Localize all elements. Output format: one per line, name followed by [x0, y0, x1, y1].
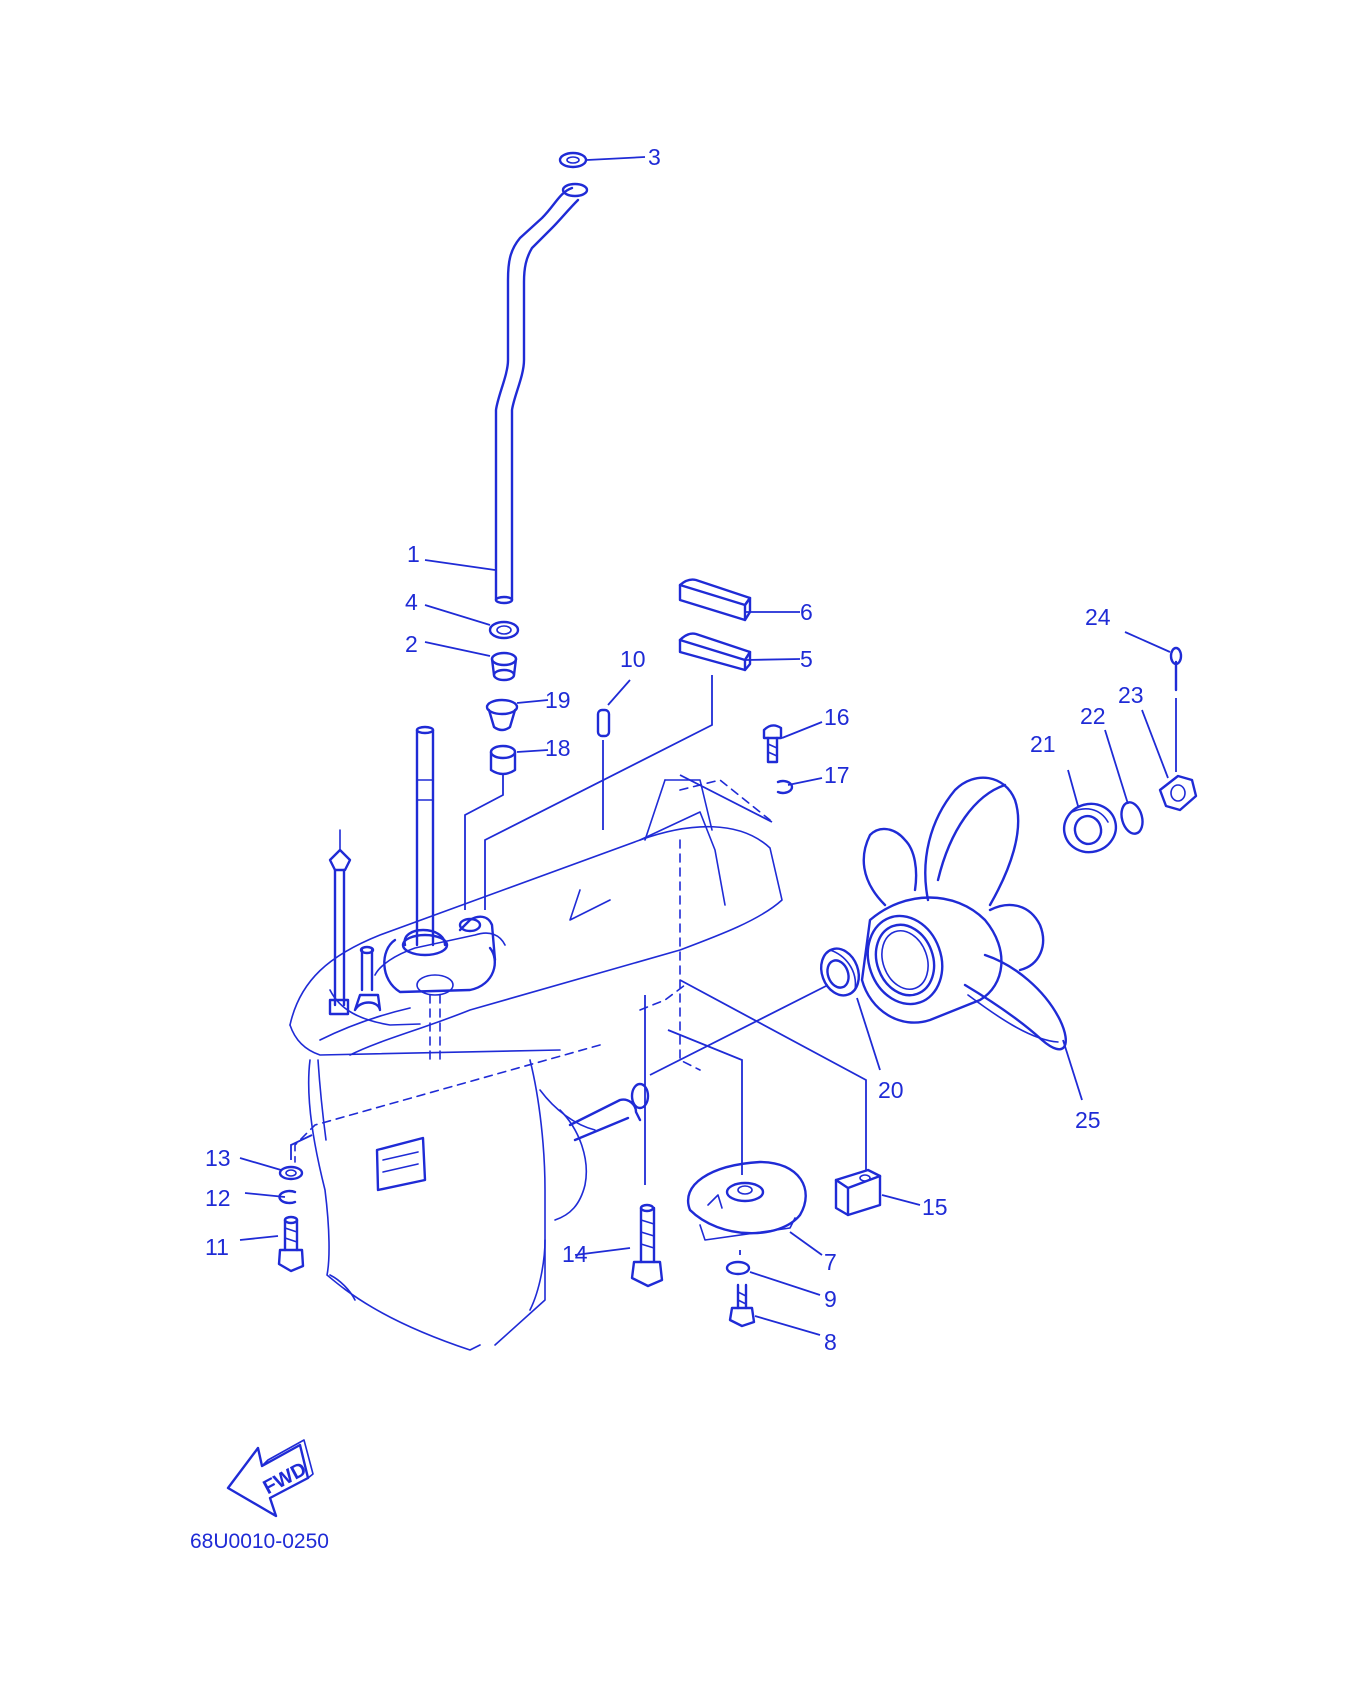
callout-7: 7 [824, 1249, 837, 1275]
washer-22 [1120, 801, 1144, 835]
callout-20: 20 [878, 1077, 904, 1103]
callout-23: 23 [1118, 682, 1144, 708]
callout-19: 19 [545, 687, 571, 713]
lower-casing [289, 725, 783, 1351]
callout-14: 14 [562, 1241, 588, 1267]
callout-11: 11 [205, 1234, 229, 1260]
grommet-19 [485, 698, 519, 732]
callout-10: 10 [620, 646, 646, 672]
callout-4: 4 [405, 589, 418, 615]
propeller-25 [860, 776, 1067, 1051]
callout-5: 5 [800, 646, 813, 672]
fwd-arrow: FWD [226, 1439, 314, 1518]
callout-12: 12 [205, 1185, 231, 1211]
callout-6: 6 [800, 599, 813, 625]
callout-9: 9 [824, 1286, 837, 1312]
callout-18: 18 [545, 735, 571, 761]
callout-15: 15 [922, 1194, 948, 1220]
callout-22: 22 [1080, 703, 1106, 729]
bolt-14 [630, 1203, 664, 1288]
cotter-pin-24 [1169, 646, 1183, 692]
callout-24: 24 [1085, 604, 1111, 630]
bolt-16 [762, 724, 783, 764]
callout-3: 3 [648, 144, 661, 170]
callout-2: 2 [405, 631, 418, 657]
trim-tab-anode-7 [687, 1160, 807, 1241]
washer-9 [725, 1260, 751, 1276]
anode-15 [834, 1168, 882, 1217]
dowel-pin-10 [596, 708, 611, 738]
callout-13: 13 [205, 1145, 231, 1171]
rubber-seal-5 [678, 632, 752, 672]
grommet-4 [488, 620, 520, 640]
water-tube [494, 182, 589, 605]
callout-25: 25 [1075, 1107, 1101, 1133]
collar-18 [489, 744, 517, 776]
bolt-8 [728, 1283, 756, 1328]
seal-2 [490, 651, 518, 682]
callout-17: 17 [824, 762, 850, 788]
washer-17 [776, 779, 794, 795]
callout-16: 16 [824, 704, 850, 730]
rubber-seal-6 [678, 578, 752, 622]
spacer-21 [1062, 802, 1118, 854]
callout-labels: 3 1 4 2 6 5 10 19 16 18 17 24 23 22 21 2… [205, 144, 1144, 1355]
washer-13 [278, 1165, 304, 1181]
callout-leaders [239, 156, 1171, 1336]
callout-1: 1 [407, 541, 420, 567]
diagram-code: 68U0010-0250 [190, 1530, 329, 1553]
callout-21: 21 [1030, 731, 1056, 757]
assembly-lines [290, 675, 1177, 1255]
grommet-3 [558, 151, 588, 169]
castle-nut-23 [1158, 774, 1198, 812]
callout-8: 8 [824, 1329, 837, 1355]
thrust-washer-20 [819, 947, 861, 997]
bolt-11 [277, 1215, 305, 1273]
